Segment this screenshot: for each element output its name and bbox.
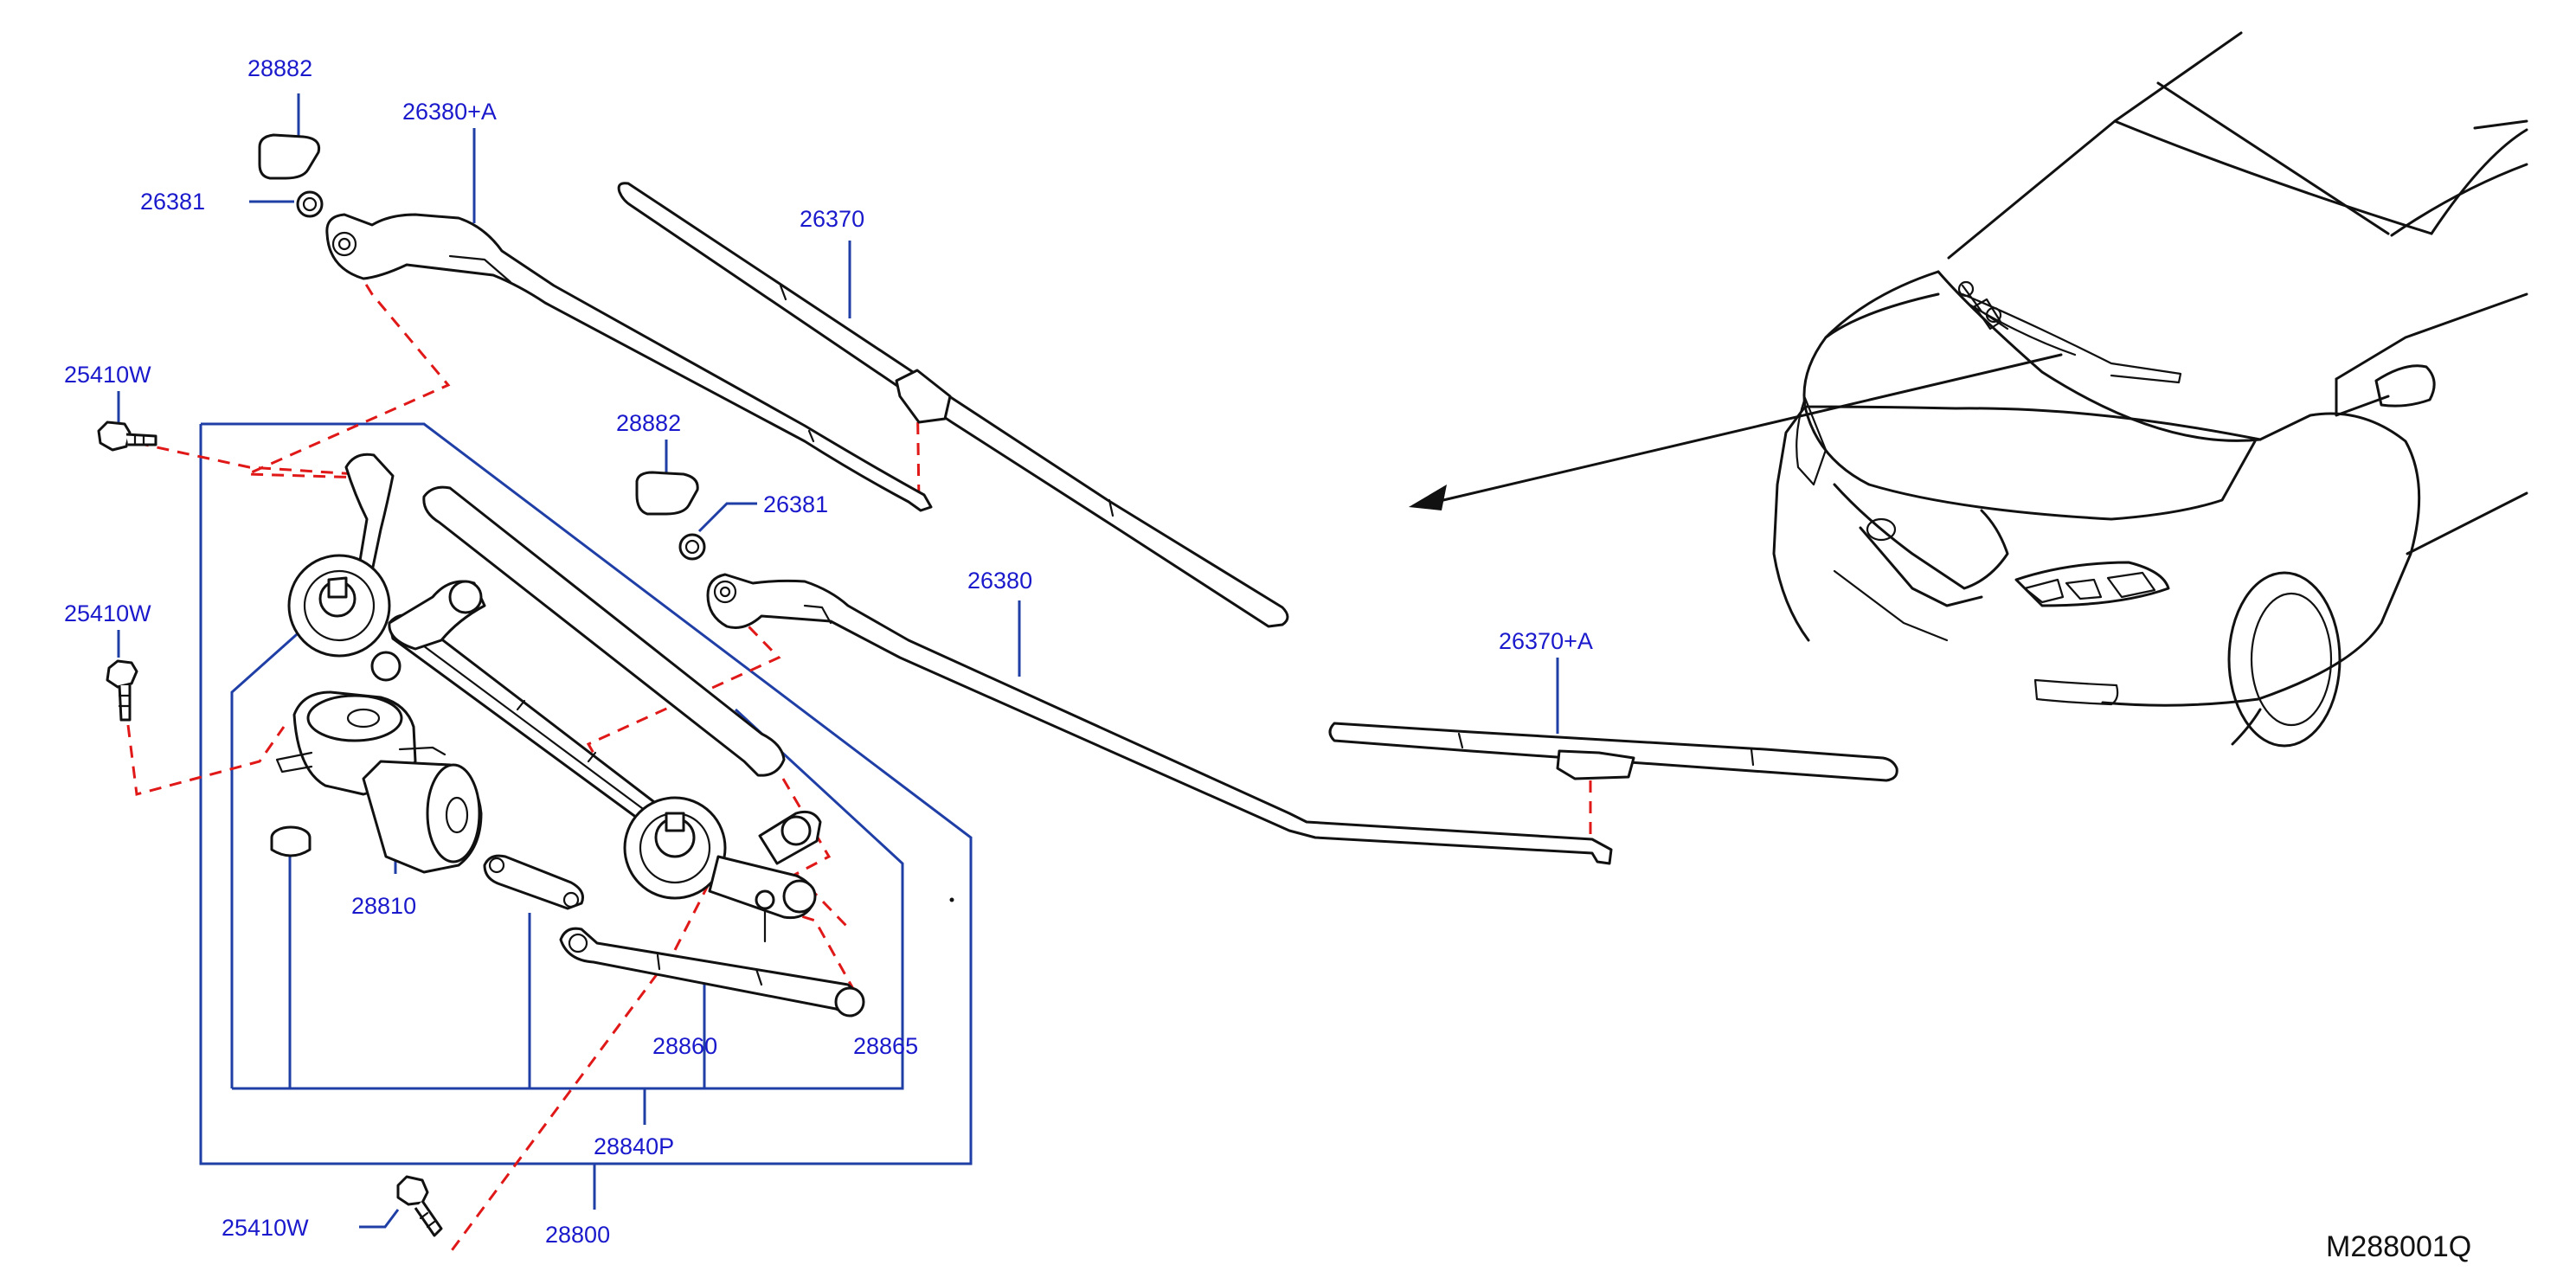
wiper-blade-right — [1328, 722, 1898, 782]
wiper-blade-left — [617, 182, 1289, 628]
label-arm-left[interactable]: 26380+A — [402, 99, 497, 125]
label-link-rod[interactable]: 28860 — [652, 1033, 717, 1059]
washer-top — [296, 190, 324, 218]
washer-mid — [678, 533, 706, 561]
diagram-code: M288001Q — [2326, 1230, 2471, 1263]
label-bolt-bottom[interactable]: 25410W — [222, 1215, 309, 1241]
label-blade-right[interactable]: 26370+A — [1499, 628, 1593, 654]
label-motor[interactable]: 28810 — [351, 893, 416, 919]
location-arrow — [1409, 353, 2063, 510]
leader-mark-dot — [949, 897, 954, 902]
label-link-bush[interactable]: 28865 — [853, 1033, 918, 1059]
motor-bracket-plate — [483, 854, 584, 910]
rubber-grommet — [270, 825, 312, 857]
vehicle-illustration — [1772, 31, 2528, 748]
part-labels: 28882 26380+A 26381 26370 25410W 28882 2… — [64, 55, 2471, 1263]
assembly-bracket-28800 — [199, 422, 973, 1210]
link-rod-stub — [755, 889, 775, 943]
label-cap-mid[interactable]: 28882 — [616, 410, 681, 436]
label-washer-mid[interactable]: 26381 — [763, 491, 828, 517]
label-linkage-assy[interactable]: 28840P — [594, 1133, 674, 1159]
label-arm-right[interactable]: 26380 — [967, 568, 1032, 594]
label-bolt-mid[interactable]: 25410W — [64, 600, 151, 626]
wiper-arm-left — [325, 213, 933, 512]
bolt-bottom — [396, 1175, 443, 1237]
wiper-arm-right — [706, 573, 1613, 865]
pivot-cap-mid — [635, 471, 699, 516]
wiper-motor — [275, 690, 483, 874]
label-bolt-top[interactable]: 25410W — [64, 362, 151, 388]
assembly-bracket-28840P — [230, 620, 904, 1125]
label-washer-top[interactable]: 26381 — [140, 189, 205, 215]
label-blade-left[interactable]: 26370 — [800, 206, 864, 232]
link-rod — [559, 927, 865, 1018]
leader-lines — [117, 93, 1559, 1229]
wiper-linkage-frame — [287, 453, 822, 920]
bolt-top — [97, 421, 157, 452]
bolt-mid — [106, 659, 138, 722]
label-drive-assy[interactable]: 28800 — [545, 1222, 610, 1248]
pivot-cap-top — [258, 133, 321, 180]
label-cap-top[interactable]: 28882 — [247, 55, 312, 81]
